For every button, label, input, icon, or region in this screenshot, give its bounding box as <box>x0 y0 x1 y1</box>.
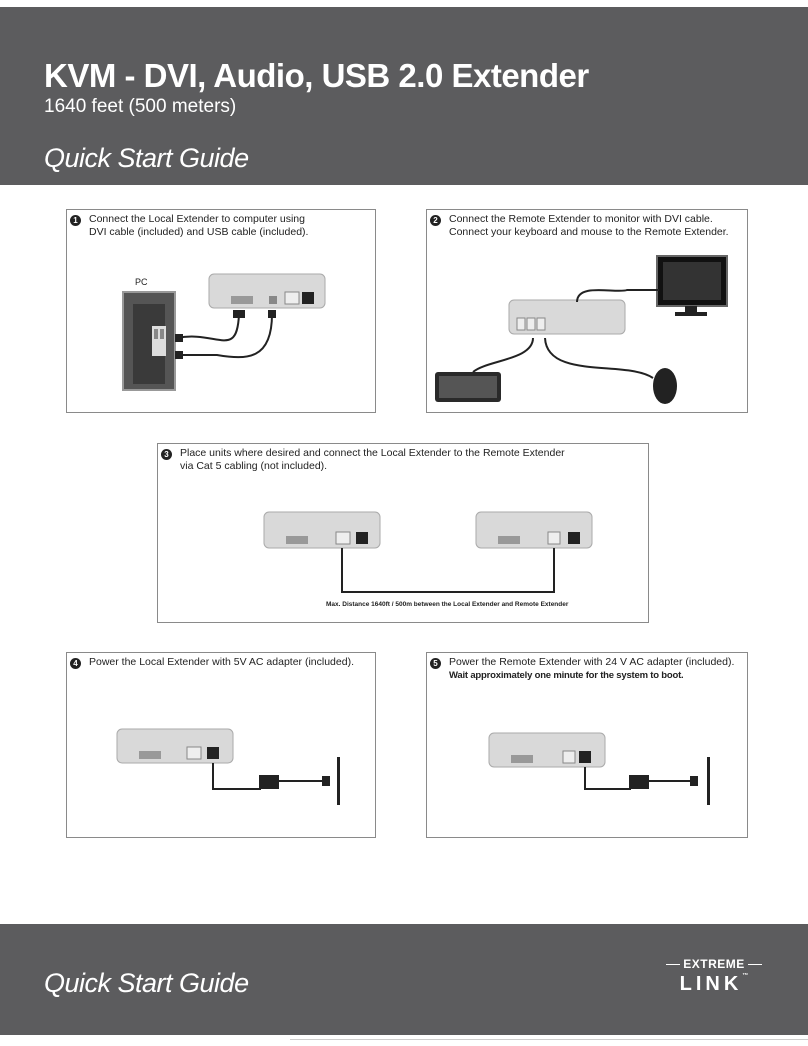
step-1-illustration <box>122 273 326 391</box>
footer-quick-start-guide: Quick Start Guide <box>44 968 249 998</box>
logo-bottom-text: LINK™ <box>679 973 749 995</box>
step-5-number: 5 <box>430 658 441 669</box>
distance-caption: Max. Distance 1640ft / 500m between the … <box>326 601 569 608</box>
step-4-panel: 4 Power the Local Extender with 5V AC ad… <box>66 652 376 838</box>
step-4-illustration <box>116 728 340 805</box>
step-3-panel: 3 Place units where desired and connect … <box>157 443 649 623</box>
document-title: KVM - DVI, Audio, USB 2.0 Extender <box>44 57 589 94</box>
step-1-panel: 1 Connect the Local Extender to computer… <box>66 209 376 413</box>
step-3-number: 3 <box>161 449 172 460</box>
step-5-panel: 5 Power the Remote Extender with 24 V AC… <box>426 652 748 838</box>
pc-label: PC <box>135 277 148 287</box>
step-1-number: 1 <box>70 215 81 226</box>
header-band: KVM - DVI, Audio, USB 2.0 Extender 1640 … <box>0 7 808 185</box>
extreme-link-logo: EXTREME LINK™ <box>664 957 764 1001</box>
step-4-number: 4 <box>70 658 81 669</box>
step-3-text: Place units where desired and connect th… <box>180 447 565 472</box>
step-1-text: Connect the Local Extender to computer u… <box>89 213 309 238</box>
step-2-text: Connect the Remote Extender to monitor w… <box>449 213 729 238</box>
step-2-panel: 2 Connect the Remote Extender to monitor… <box>426 209 748 413</box>
step-4-text: Power the Local Extender with 5V AC adap… <box>89 656 354 668</box>
footer-band: Quick Start Guide EXTREME LINK™ <box>0 924 808 1035</box>
quick-start-guide-heading: Quick Start Guide <box>44 143 249 173</box>
step-5-text: Power the Remote Extender with 24 V AC a… <box>449 656 735 681</box>
logo-top-text: EXTREME <box>683 957 745 971</box>
bottom-edge-strip <box>290 1039 808 1046</box>
step-5-note: Wait approximately one minute for the sy… <box>449 670 684 681</box>
document-subtitle: 1640 feet (500 meters) <box>44 96 237 117</box>
step-2-illustration <box>435 255 728 404</box>
step-3-illustration <box>263 511 593 593</box>
step-2-number: 2 <box>430 215 441 226</box>
step-5-illustration <box>488 732 710 805</box>
